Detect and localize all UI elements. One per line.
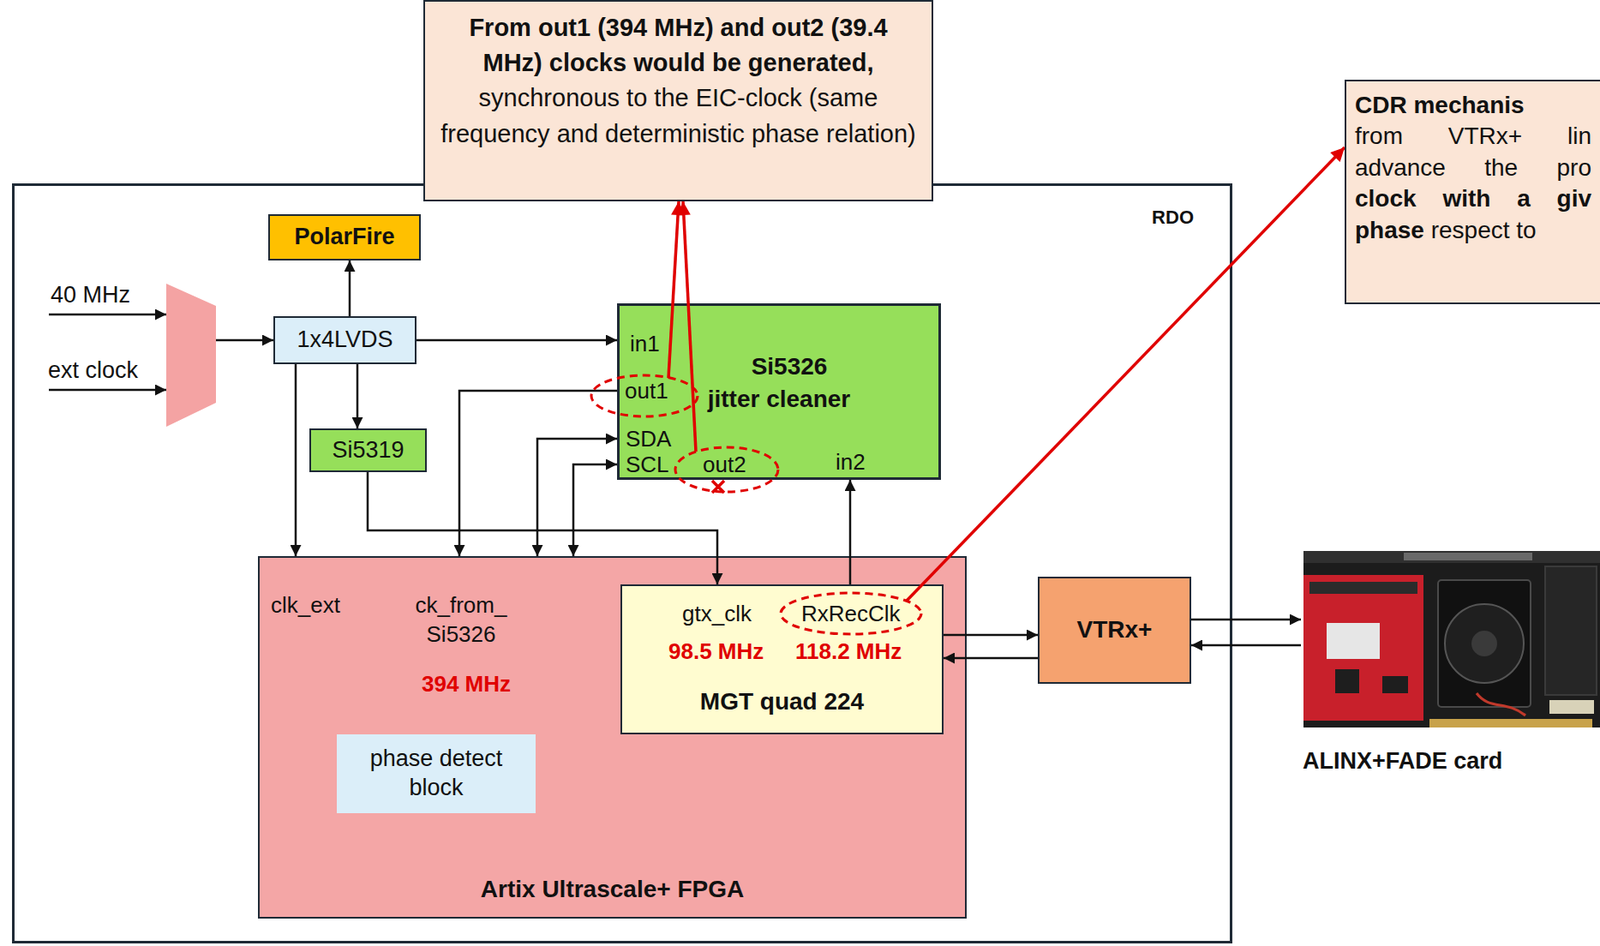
- pin-label: out2: [702, 453, 747, 476]
- pin-label: SDA: [625, 427, 672, 450]
- node-title: Si5319: [331, 437, 404, 464]
- signal-connector: [943, 634, 1038, 637]
- callout-arrow: [683, 201, 696, 452]
- signal-label: RxRecClk: [801, 602, 901, 625]
- node-title: VTRx+: [1077, 617, 1153, 644]
- drawing-rect: [1545, 566, 1597, 696]
- signal-connector: [573, 464, 618, 557]
- node-title: CDR mechanis: [1354, 89, 1592, 121]
- drawing-rect: [1403, 552, 1533, 561]
- cross-mark: [712, 480, 725, 493]
- board-photo: ALINX+FADE card: [1300, 547, 1600, 784]
- callout-arrow: [906, 147, 1345, 601]
- node-title: phase detect block: [353, 744, 519, 803]
- drawing-rect: [1549, 700, 1595, 714]
- drawing-rect: [1309, 581, 1418, 594]
- text-block: From out1 (394 MHz) and out2 (39.4 MHz) …: [425, 1, 932, 161]
- input-arrow: [48, 389, 167, 392]
- signal-connector: [416, 339, 618, 342]
- signal-connector: [348, 260, 352, 317]
- node-title: Si5326 jitter cleaner: [703, 350, 855, 416]
- callout-arrow: [668, 201, 679, 378]
- drawing-rect: [1429, 719, 1593, 728]
- drawing-circle: [1471, 630, 1498, 657]
- signal-connector: [294, 364, 298, 557]
- node-title: PolarFire: [293, 224, 395, 251]
- node-title: RDO: [1151, 208, 1194, 228]
- optical-module: VTRx+: [1037, 576, 1192, 684]
- drawing-rect: [1382, 676, 1409, 694]
- highlight-ellipse: [780, 593, 922, 635]
- pin-label: in2: [835, 450, 866, 474]
- frequency-label: 98.5 MHz: [668, 640, 764, 663]
- signal-label: ext clock: [47, 359, 138, 383]
- drawing-rect: [1303, 575, 1424, 721]
- drawing-rect: [1438, 580, 1531, 708]
- drawing-rect: [1303, 551, 1600, 564]
- signal-label: ck_from_ Si5326: [405, 591, 517, 650]
- frequency-label: 394 MHz: [421, 672, 511, 696]
- pin-label: out1: [624, 379, 669, 402]
- drawing-rect: [1303, 551, 1600, 728]
- node-text: respect to: [1431, 216, 1537, 244]
- input-arrow: [48, 313, 167, 317]
- signal-connector: [1191, 618, 1301, 622]
- node-text: synchronous to the EIC-clock (same frequ…: [440, 83, 917, 147]
- pin-label: in1: [629, 332, 660, 355]
- signal-connector: [849, 479, 852, 585]
- multiplexer-symbol: [166, 283, 216, 427]
- highlight-ellipse: [675, 447, 779, 492]
- signal-connector: [367, 472, 718, 585]
- node-title: ALINX+FADE card: [1302, 749, 1600, 774]
- node-title: Artix Ultrascale+ FPGA: [480, 877, 744, 902]
- drawing-rect: [1335, 669, 1360, 694]
- callout-note: CDR mechanis from VTRx+ lin advance the …: [1344, 79, 1600, 305]
- node-text: from VTRx+ lin advance the pro: [1354, 122, 1592, 180]
- signal-connector: [459, 390, 618, 557]
- buffer-box: 1x4LVDS: [273, 316, 417, 365]
- pll-box: Si5319: [309, 428, 427, 473]
- signal-connector: [1191, 644, 1301, 648]
- signal-connector: [537, 438, 618, 557]
- highlight-ellipse: [591, 375, 698, 417]
- signal-connector: [943, 657, 1038, 660]
- drawing-rect: [1326, 623, 1380, 660]
- pin-label: SCL: [625, 453, 670, 476]
- callout-note: From out1 (394 MHz) and out2 (39.4 MHz) …: [423, 0, 934, 202]
- drawing-path: [1476, 693, 1526, 716]
- node-title: 1x4LVDS: [296, 327, 393, 354]
- node-title: MGT quad 224: [700, 689, 864, 714]
- signal-label: 40 MHz: [50, 283, 131, 307]
- signal-connector: [356, 364, 360, 429]
- text-block: CDR mechanis from VTRx+ lin advance the …: [1346, 81, 1592, 246]
- logic-block: phase detect block: [336, 734, 536, 814]
- mux-output-arrow: [215, 339, 274, 342]
- node-title: From out1 (394 MHz) and out2 (39.4 MHz) …: [468, 13, 887, 77]
- drawing-circle: [1444, 604, 1524, 684]
- signal-label: gtx_clk: [682, 602, 752, 625]
- fpga-box: PolarFire: [268, 214, 421, 261]
- frequency-label: 118.2 MHz: [795, 640, 902, 663]
- signal-label: clk_ext: [270, 593, 341, 617]
- drawing-svg: [1300, 547, 1600, 730]
